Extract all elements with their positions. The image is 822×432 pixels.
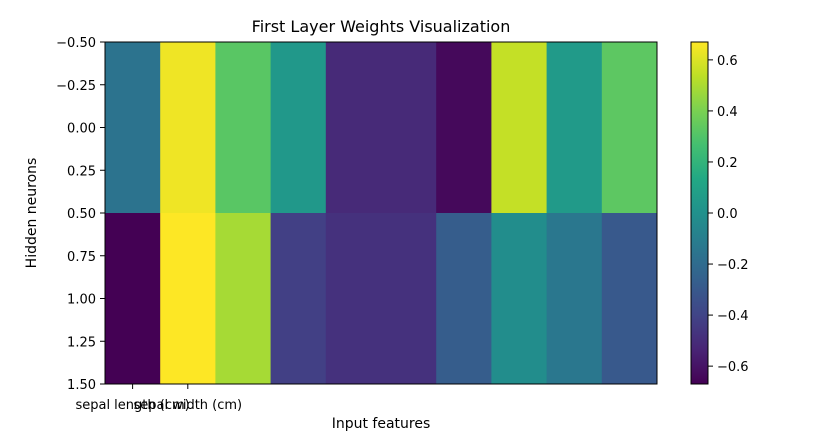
heatmap-cell <box>601 42 658 214</box>
heatmap-cell <box>215 213 272 385</box>
heatmap-cell <box>105 213 161 385</box>
colorbar-tick-label: 0.6 <box>717 54 738 69</box>
y-tick-label: 1.00 <box>67 293 96 308</box>
heatmap-cell <box>325 42 382 214</box>
y-tick-label: 0.75 <box>67 250 96 265</box>
colorbar-tick-label: 0.4 <box>717 105 738 120</box>
heatmap-cell <box>381 213 437 385</box>
y-tick-label: 1.25 <box>67 335 96 350</box>
colorbar <box>690 41 709 385</box>
heatmap-cell <box>546 213 603 385</box>
heatmap-cell <box>215 42 272 214</box>
x-tick-label: sepal length (cm) <box>75 398 189 413</box>
heatmap-cell <box>325 213 382 385</box>
y-tick-label: −0.25 <box>56 79 96 94</box>
y-tick-label: 0.00 <box>67 122 96 137</box>
y-tick-label: 1.50 <box>67 378 96 393</box>
heatmap-cell <box>381 42 437 214</box>
x-tick-label: sepal width (cm) <box>133 398 242 413</box>
colorbar-ticks: 0.6 0.4 0.2 0.0 −0.2 −0.4 −0.6 <box>708 54 749 375</box>
x-axis-label: Input features <box>332 416 431 432</box>
heatmap-cell <box>601 213 658 385</box>
heatmap-cell <box>270 213 327 385</box>
colorbar-tick-label: 0.2 <box>717 156 738 171</box>
heatmap-cell <box>491 42 548 214</box>
y-tick-label: 0.50 <box>67 207 96 222</box>
heatmap-cell <box>546 42 603 214</box>
chart-title: First Layer Weights Visualization <box>252 17 511 36</box>
colorbar-tick-label: 0.0 <box>717 207 738 222</box>
heatmap-cell <box>491 213 548 385</box>
y-tick-label: −0.50 <box>56 36 96 51</box>
colorbar-tick-label: −0.4 <box>717 309 749 324</box>
heatmap-cell <box>105 42 161 214</box>
y-axis-label: Hidden neurons <box>24 158 40 269</box>
colorbar-tick-label: −0.2 <box>717 258 749 273</box>
y-tick-label: 0.25 <box>67 164 96 179</box>
heatmap-cells <box>105 42 658 385</box>
y-axis-ticks: −0.50 −0.25 0.00 0.25 0.50 0.75 1.00 1.25 1.50 <box>56 36 105 393</box>
x-axis-ticks: sepal length (cm)sepal width (cm) <box>75 384 242 413</box>
heatmap-cell <box>270 42 327 214</box>
heatmap-cell <box>436 213 492 385</box>
heatmap-cell <box>160 213 216 385</box>
colorbar-tick-label: −0.6 <box>717 360 749 375</box>
heatmap-cell <box>436 42 492 214</box>
heatmap-cell <box>160 42 216 214</box>
